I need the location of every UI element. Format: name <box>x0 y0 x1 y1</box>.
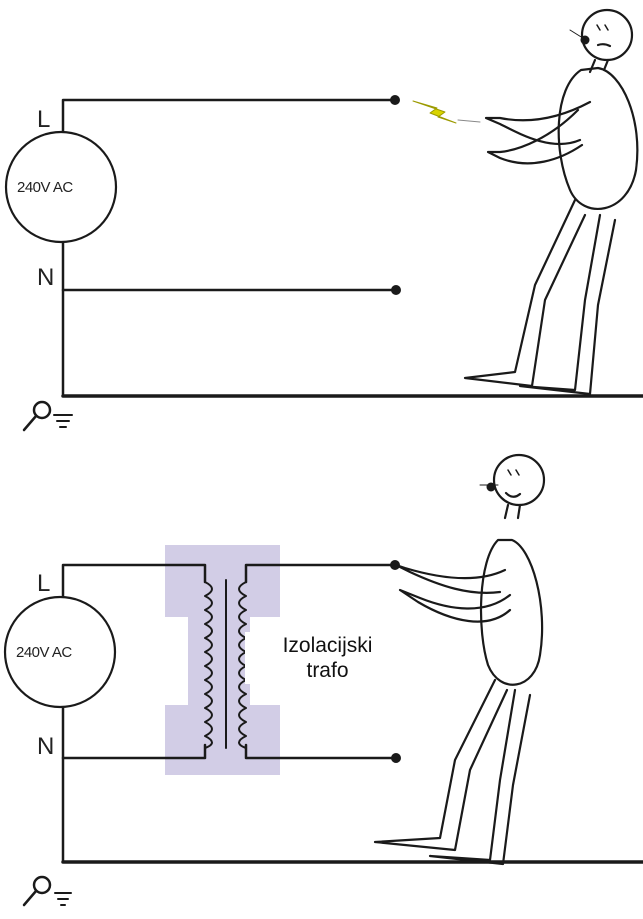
top-person-shocked <box>463 8 639 396</box>
bottom-person-smiling <box>373 453 546 866</box>
bottom-earth-symbol <box>54 892 72 906</box>
top-source-label: 240V AC <box>17 179 73 196</box>
bottom-line-wire-primary <box>61 563 207 599</box>
bottom-scene <box>3 453 643 907</box>
bottom-line-wire-secondary <box>244 563 395 584</box>
bottom-earth-probe-icon <box>32 875 52 895</box>
top-line-wire <box>61 98 395 134</box>
isolation-transformer-label: Izolacijski trafo <box>245 632 410 684</box>
top-neutral-terminal <box>391 285 401 295</box>
bottom-neutral-terminal <box>391 753 401 763</box>
top-earth-probe-icon <box>32 400 52 420</box>
top-line-label: L <box>37 106 51 133</box>
transformer-box <box>165 545 280 775</box>
isolation-transformer-label-line2: trafo <box>306 659 349 682</box>
bottom-neutral-primary <box>61 743 207 760</box>
bottom-source-label: 240V AC <box>16 644 72 661</box>
top-line-terminal <box>390 95 400 105</box>
bottom-neutral-secondary <box>244 743 395 760</box>
isolation-transformer-label-line1: Izolacijski <box>282 634 373 657</box>
transformer-primary-coil <box>204 581 213 749</box>
top-neutral-label: N <box>37 264 55 291</box>
spark-icon <box>412 100 457 124</box>
top-earth-symbol <box>53 414 73 428</box>
bottom-voltage-source <box>3 595 117 709</box>
bottom-line-label: L <box>37 570 51 597</box>
top-scene <box>4 8 643 432</box>
bottom-neutral-label: N <box>37 733 55 760</box>
top-voltage-source <box>4 130 118 244</box>
